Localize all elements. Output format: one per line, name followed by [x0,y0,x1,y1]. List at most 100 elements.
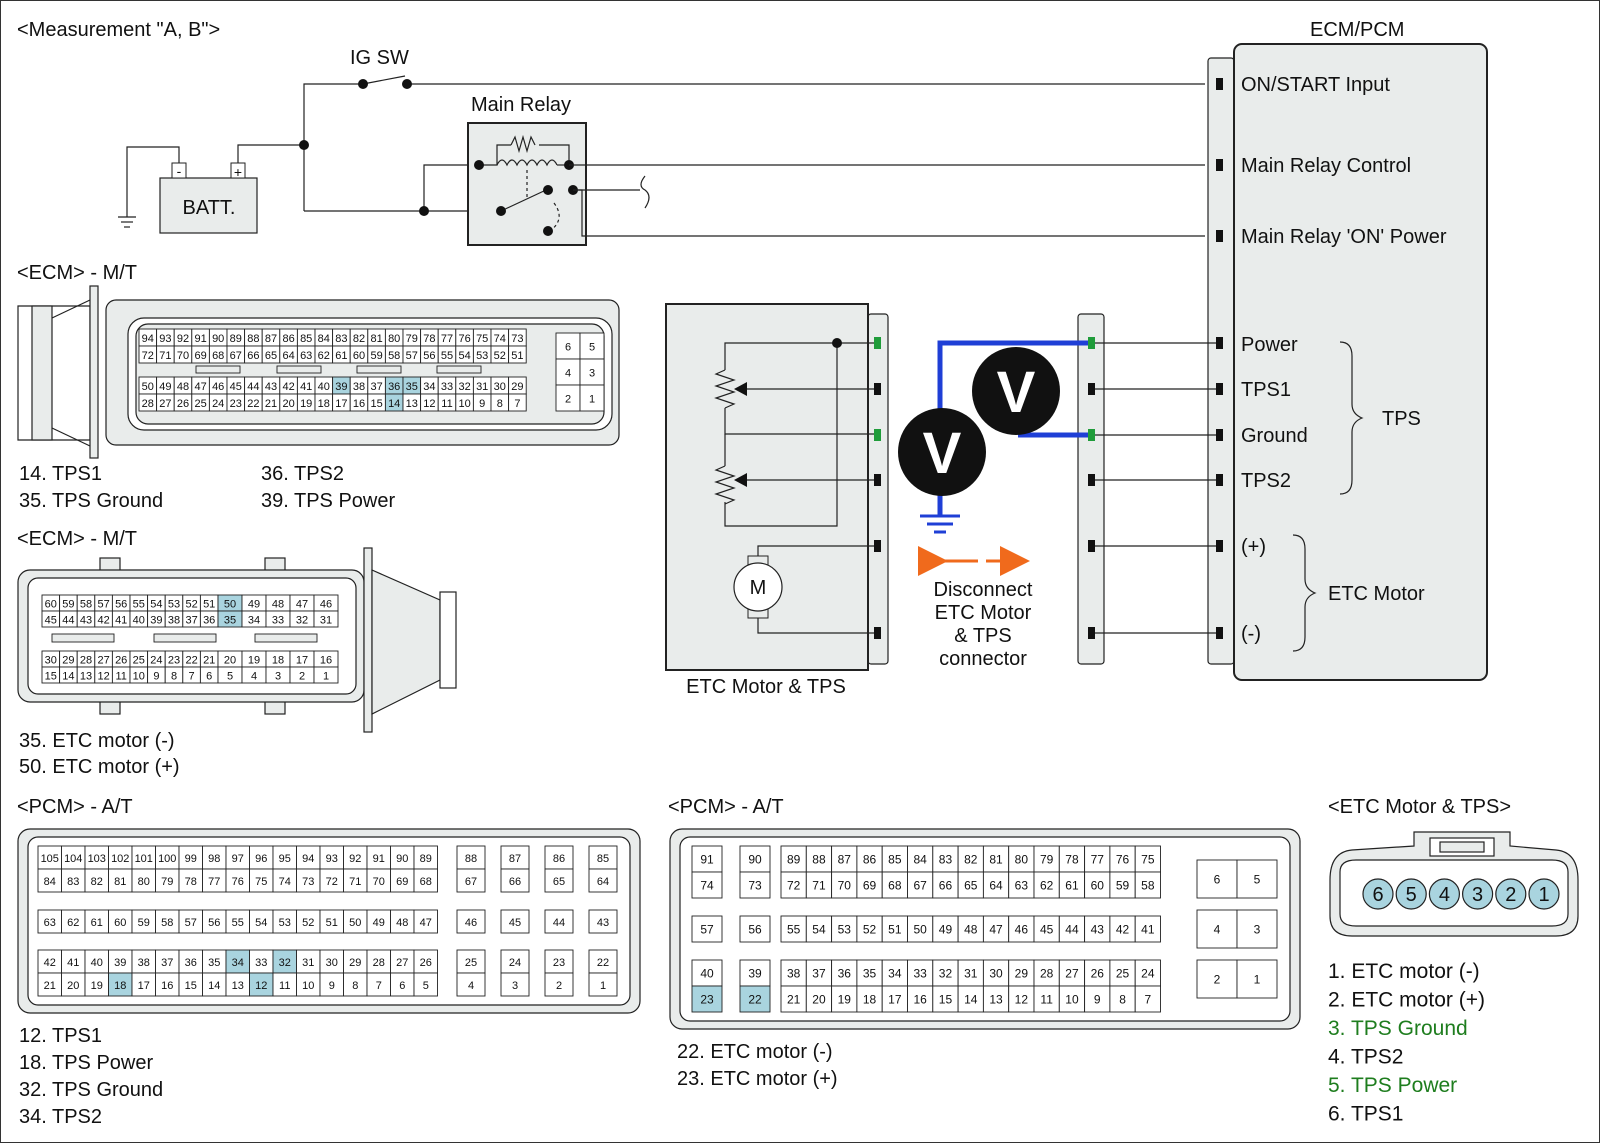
pin-number: 43 [80,615,92,627]
pin-cell [691,985,723,1013]
motor-symbol: M [733,555,783,619]
pin-number: 103 [88,853,106,865]
pin-number: 11 [441,398,452,410]
pin-number: 28 [373,957,385,969]
pin-number: 40 [318,381,330,393]
pin-number: 90 [748,853,762,867]
pin-number: 93 [326,853,338,865]
pin-number: 65 [265,350,277,362]
pin-number: 22 [597,957,609,969]
pin-cell [805,845,833,873]
pin-number: 8 [497,398,503,410]
etc-motor-group-label: ETC Motor [1328,583,1425,605]
pin-cell [413,909,438,934]
pin-number: 73 [302,876,314,888]
pin-number: 95 [279,853,291,865]
pin-number: 37 [812,967,826,981]
pin-cell [907,845,934,873]
pin-number: 94 [302,853,314,865]
pin-cell [932,845,959,873]
pin-number: 100 [158,853,176,865]
pin-number: 73 [748,879,762,893]
pin-number: 10 [133,671,145,683]
voltmeter-icon [898,408,986,496]
pin-number: 14 [388,398,400,410]
pin-number: 8 [352,980,358,992]
pin-number: 3 [275,671,281,683]
pin-number: 42 [282,381,294,393]
pin-number: 105 [41,853,59,865]
pin-number: 90 [396,853,408,865]
pin-number: 64 [282,350,294,362]
pin-number: 29 [349,957,361,969]
pin-number: 94 [142,333,154,345]
pin-number: 78 [185,876,197,888]
pin-number: 41 [115,615,127,627]
pin-number: 65 [964,879,978,893]
pin-number: 26 [420,957,432,969]
pin-number: 91 [194,333,206,345]
pin-cell [500,868,530,893]
pin-number: 29 [62,655,74,667]
pin-cell [1033,845,1060,873]
pin-number: 71 [349,876,361,888]
pin-number: 12 [255,980,267,992]
pin-number: 68 [888,879,902,893]
pin-number: 15 [370,398,382,410]
pin-cell [1058,871,1086,899]
pin-number: 66 [939,879,953,893]
pin-number: 73 [511,333,523,345]
pin-cell [1033,985,1060,1013]
pin-number: 33 [913,967,927,981]
pin-cell [739,985,771,1013]
pin-number: 60 [114,917,126,929]
pin-cell [1134,985,1161,1013]
pin-number: 44 [553,917,565,929]
pin-cell [982,959,1010,987]
pin-number: 15 [45,671,57,683]
pin-number: 19 [300,398,312,410]
pin-number: 41 [300,381,312,393]
junction-dot [299,140,309,150]
pin-number: 87 [838,853,852,867]
pin-number: 18 [114,980,126,992]
pin-number: 27 [1065,967,1079,981]
pin-number: 45 [45,615,57,627]
keying-rib [276,365,322,374]
pin-number: 9 [1094,993,1101,1007]
pin-number: 71 [159,350,171,362]
ecm-pcm-title: ECM/PCM [1310,19,1404,41]
keying-rib [436,365,482,374]
battery: - + BATT. [159,162,258,234]
pin-number: 1 [589,394,595,406]
ecm-pcm-unit [1207,43,1488,681]
pin-number: 3 [589,368,595,380]
pin-number: 98 [208,853,220,865]
group-braces [1292,341,1364,652]
pin-cell [907,985,934,1013]
pin-cell [856,845,883,873]
pin-cell [456,972,486,997]
pin-number: 54 [812,923,826,937]
ecm-mt-connector-1-title: <ECM> - M/T [17,262,137,284]
pin-number: 82 [353,333,365,345]
pin-number: 1 [1254,973,1261,987]
pin-number: 101 [135,853,153,865]
ecm-pin-relay-on-power: Main Relay 'ON' Power [1241,226,1447,248]
harness-connector-pins [1088,337,1095,639]
pin-number: 47 [420,917,432,929]
battery-plus-sign: + [234,164,242,180]
pin-number: 49 [248,599,260,611]
pin-number: 48 [964,923,978,937]
pin-number: 49 [373,917,385,929]
voltmeter-v-label: V [997,360,1036,425]
pin-number: 51 [203,599,215,611]
pin-number: 89 [230,333,242,345]
pin-number: 44 [1065,923,1079,937]
pin-number: 12 [423,398,435,410]
pin-number: 7 [376,980,382,992]
pin-number: 9 [153,671,159,683]
pin-cell [691,959,723,987]
pin-number: 69 [396,876,408,888]
